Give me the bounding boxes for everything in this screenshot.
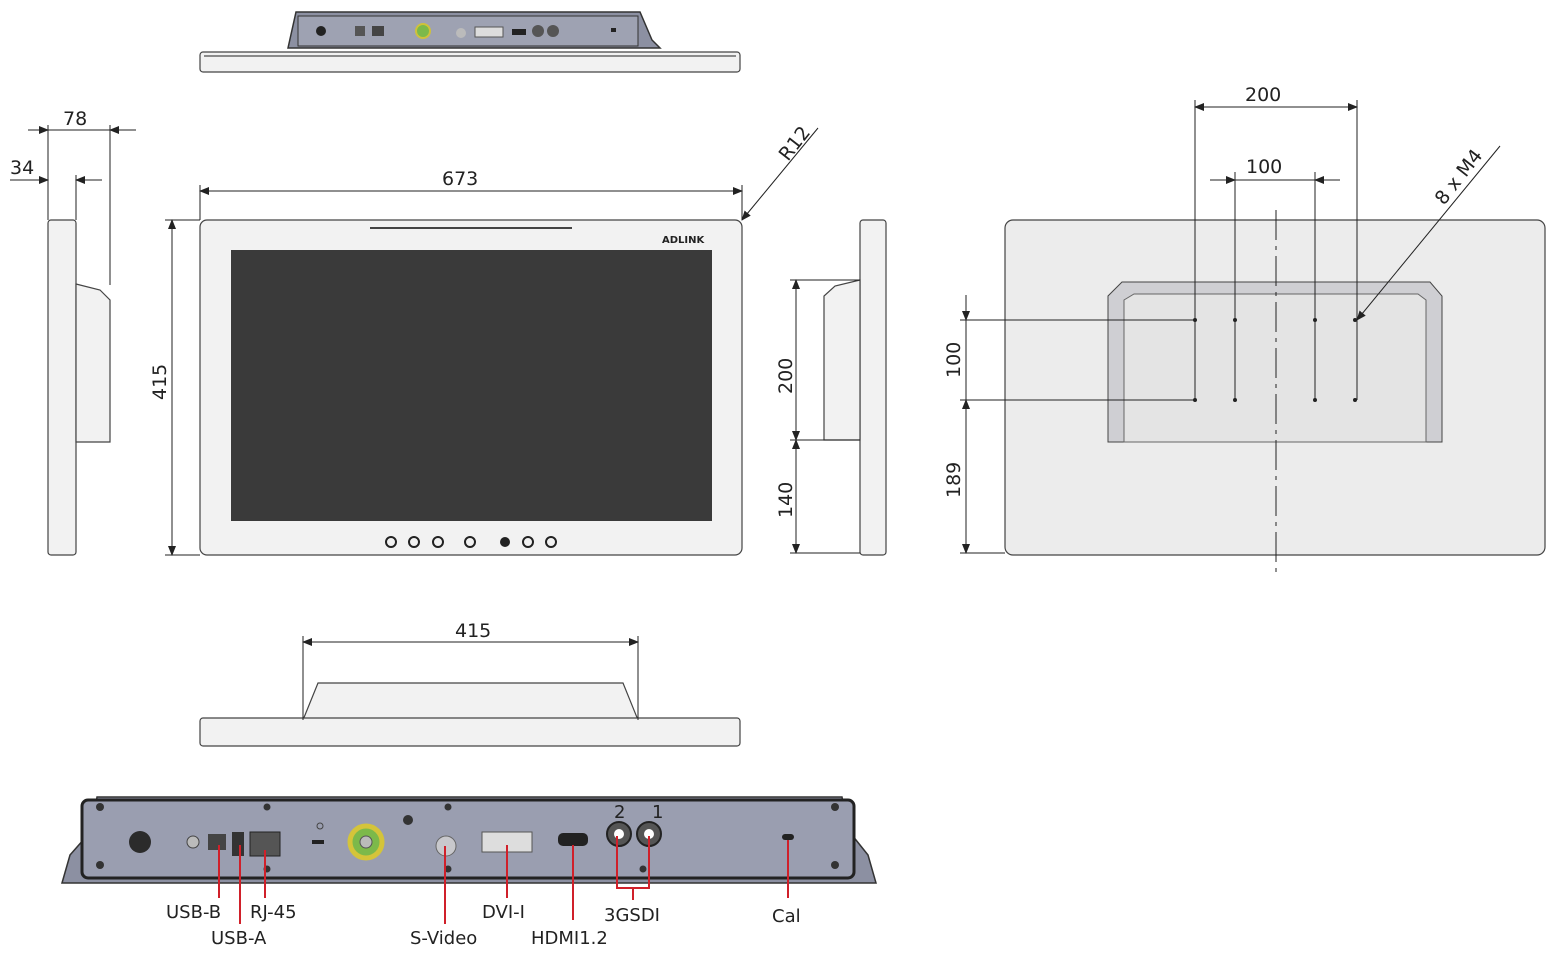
dim-vesa-vertical-100: 100 — [943, 342, 965, 378]
button-icon-1[interactable] — [385, 536, 397, 548]
cal-button-icon — [782, 834, 794, 840]
sdi-port-2-label: 2 — [614, 802, 625, 823]
button-icon-2[interactable] — [408, 536, 420, 548]
power-port-icon — [129, 831, 151, 853]
label-svideo: S-Video — [410, 928, 477, 949]
screen — [231, 250, 712, 521]
label-8xm4: 8 x M4 — [1431, 145, 1488, 209]
top-view — [199, 11, 741, 73]
dim-r12: R12 — [775, 122, 815, 165]
dim-140: 140 — [775, 482, 797, 518]
connector-panel: 2 1 USB-B USB-A RJ-45 S-Video DVI-I HDMI… — [61, 796, 877, 949]
dim-200-side: 200 — [775, 358, 797, 394]
left-side-view: 78 34 — [10, 108, 136, 556]
usb-a-port-icon — [232, 832, 244, 856]
button-icon-3[interactable] — [432, 536, 444, 548]
front-buttons — [385, 536, 557, 548]
dim-673: 673 — [442, 168, 478, 190]
label-cal: Cal — [772, 906, 801, 927]
right-side-view: 200 140 — [775, 219, 887, 556]
dim-vesa-100: 100 — [1246, 156, 1282, 178]
rear-view: 200 100 8 x M4 100 189 — [943, 84, 1546, 572]
button-icon-5[interactable] — [500, 537, 510, 547]
dim-34: 34 — [10, 157, 34, 179]
bottom-view: 415 — [199, 620, 741, 747]
front-view: ADLINK 673 415 R12 — [149, 122, 819, 556]
label-hdmi: HDMI1.2 — [531, 928, 608, 949]
label-usb-b: USB-B — [166, 902, 221, 923]
dim-415-bottom: 415 — [455, 620, 491, 642]
label-rj45: RJ-45 — [250, 902, 297, 923]
label-3gsdi: 3GSDI — [604, 905, 660, 926]
label-dvi: DVI-I — [482, 902, 525, 923]
sdi-port-1-label: 1 — [652, 802, 663, 823]
dim-189: 189 — [943, 462, 965, 498]
dim-78: 78 — [63, 108, 87, 130]
adlink-logo: ADLINK — [662, 235, 706, 246]
usb-b-port-icon — [208, 834, 226, 850]
dim-vesa-200: 200 — [1245, 84, 1281, 106]
label-usb-a: USB-A — [211, 928, 267, 949]
dim-415: 415 — [149, 364, 171, 400]
button-icon-4[interactable] — [464, 536, 476, 548]
down-button-icon[interactable] — [545, 536, 557, 548]
hdmi-port-icon — [558, 833, 588, 846]
up-button-icon[interactable] — [522, 536, 534, 548]
